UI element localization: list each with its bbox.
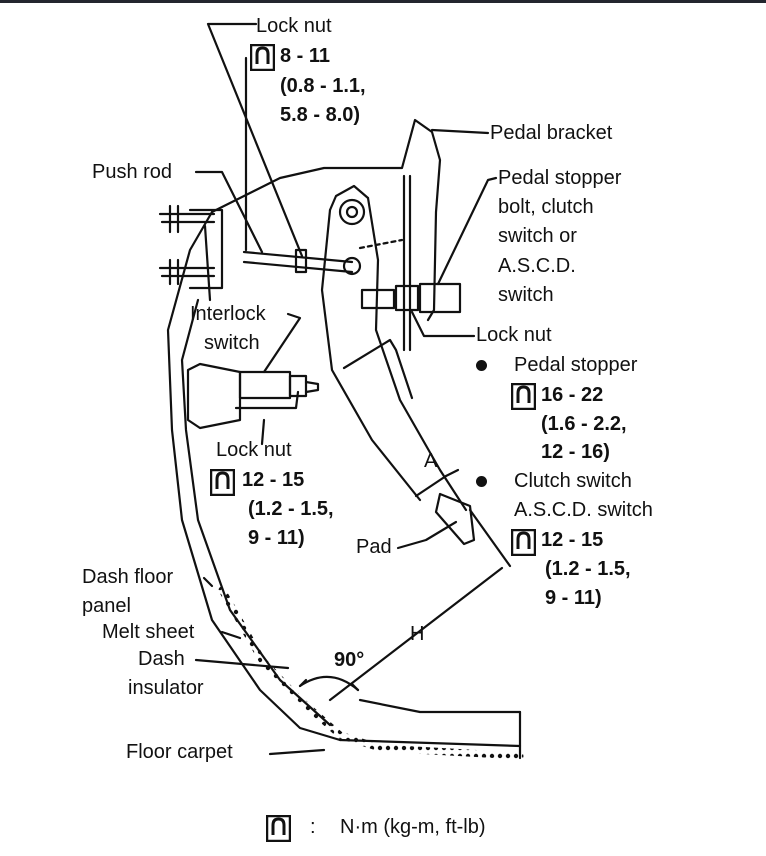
dashed-line	[358, 238, 404, 250]
angle-arc	[298, 675, 360, 692]
leader-pedal-bracket	[430, 128, 490, 135]
torque-stopper-range: 16 - 22	[541, 384, 604, 406]
label-lock-nut-right: Lock nut	[476, 324, 552, 346]
label-dash-floor-1: Dash floor	[82, 566, 174, 588]
push-rod-clevis	[342, 256, 362, 276]
interlock-nut	[288, 374, 308, 398]
torque-top-ftlb: 5.8 - 8.0)	[280, 104, 361, 126]
torque-wrench-icon	[511, 529, 536, 556]
torque-stopper-ftlb: 12 - 16)	[541, 441, 610, 463]
angle-arrow-l	[298, 678, 308, 688]
label-dash-floor-2: panel	[82, 595, 131, 617]
return-spring	[342, 338, 414, 400]
push-rod	[242, 250, 354, 274]
pedal-bracket-outline	[210, 118, 442, 322]
leader-pedal-stopper-bolt	[436, 176, 498, 286]
leader-dash-floor	[202, 576, 214, 588]
label-push-rod: Push rod	[92, 161, 173, 183]
label-clutch-switch-1: Clutch switch	[514, 470, 632, 492]
leader-lock-nut-right	[410, 310, 476, 338]
label-pedal-stopper-bolt-4: A.S.C.D.	[498, 255, 576, 277]
angle-arrow-r	[350, 682, 360, 692]
torque-wrench-icon	[210, 469, 235, 496]
label-pedal-stopper-bolt-2: bolt, clutch	[498, 196, 594, 218]
pedal-arm-right	[366, 196, 468, 512]
stud-lower	[158, 258, 216, 286]
stopper-switch-body	[360, 288, 396, 310]
leader-lock-nut-mid	[260, 418, 266, 446]
stud-upper	[158, 204, 216, 234]
label-dim-a: A	[424, 450, 438, 472]
torque-top-kgm: (0.8 - 1.1,	[280, 75, 366, 97]
label-pad: Pad	[356, 536, 392, 558]
label-pedal-stopper-bolt-3: switch or	[498, 225, 577, 247]
pedal-pivot	[338, 198, 366, 226]
leader-push-rod	[194, 170, 264, 254]
torque-mid-kgm: (1.2 - 1.5,	[248, 498, 334, 520]
leader-interlock	[262, 312, 302, 374]
bullet-dot	[476, 476, 487, 487]
torque-wrench-icon	[511, 383, 536, 410]
torque-stopper-kgm: (1.6 - 2.2,	[541, 413, 627, 435]
label-pedal-stopper-bolt-1: Pedal stopper	[498, 167, 622, 189]
leader-melt-sheet	[220, 630, 242, 640]
interlock-plunger	[304, 380, 320, 394]
interlock-bracket	[234, 390, 300, 410]
bullet-dot	[476, 360, 487, 371]
dim-a-tick	[444, 468, 460, 478]
label-pedal-bracket: Pedal bracket	[490, 122, 613, 144]
pedal-arm-left	[320, 208, 422, 502]
torque-wrench-icon	[250, 44, 275, 71]
floor-top	[358, 698, 522, 714]
label-melt-sheet: Melt sheet	[102, 621, 195, 643]
stud-block	[188, 208, 224, 290]
label-angle: 90°	[334, 649, 365, 671]
label-clutch-switch-2: A.S.C.D. switch	[514, 499, 653, 521]
torque-wrench-icon	[266, 815, 291, 842]
leader-dash-insulator	[194, 658, 290, 670]
leader-lock-nut-top	[206, 22, 304, 258]
leader-pad	[396, 520, 458, 550]
torque-clutch-ftlb: 9 - 11)	[545, 587, 602, 609]
push-rod-nut	[294, 248, 308, 274]
label-dash-insulator-2: insulator	[128, 677, 204, 699]
legend-units: N·m (kg-m, ft-lb)	[340, 816, 486, 838]
dim-h-line	[328, 566, 504, 702]
floor-line	[338, 738, 522, 748]
label-interlock-2: switch	[204, 332, 260, 354]
legend-separator: :	[310, 816, 316, 838]
label-floor-carpet: Floor carpet	[126, 741, 233, 763]
pedal-arm-top	[328, 184, 370, 212]
label-lock-nut-mid: Lock nut	[216, 439, 292, 461]
interlock-mount	[186, 362, 242, 430]
label-interlock-1: Interlock	[190, 303, 266, 325]
torque-mid-ftlb: 9 - 11)	[248, 527, 305, 549]
top-rule	[0, 0, 766, 3]
dim-h-ext	[468, 508, 512, 568]
pad-shape	[434, 492, 476, 546]
melt-sheet-band	[218, 586, 524, 760]
stopper-switch-end	[418, 282, 462, 314]
interlock-switch-body	[238, 370, 292, 400]
label-pedal-stopper-bolt-5: switch	[498, 284, 554, 306]
leader-floor-carpet	[268, 748, 326, 756]
torque-clutch-range: 12 - 15	[541, 529, 604, 551]
label-dim-h: H	[410, 623, 425, 645]
dim-a-arrow	[414, 474, 448, 498]
pedal-pivot-inner	[345, 205, 359, 219]
label-lock-nut-top: Lock nut	[256, 15, 332, 37]
stopper-nut	[394, 284, 420, 312]
label-dash-insulator-1: Dash	[138, 648, 185, 670]
torque-top-range: 8 - 11	[280, 45, 331, 67]
label-pedal-stopper: Pedal stopper	[514, 354, 638, 376]
torque-mid-range: 12 - 15	[242, 469, 305, 491]
stopper-bracket	[402, 174, 412, 352]
torque-clutch-kgm: (1.2 - 1.5,	[545, 558, 631, 580]
